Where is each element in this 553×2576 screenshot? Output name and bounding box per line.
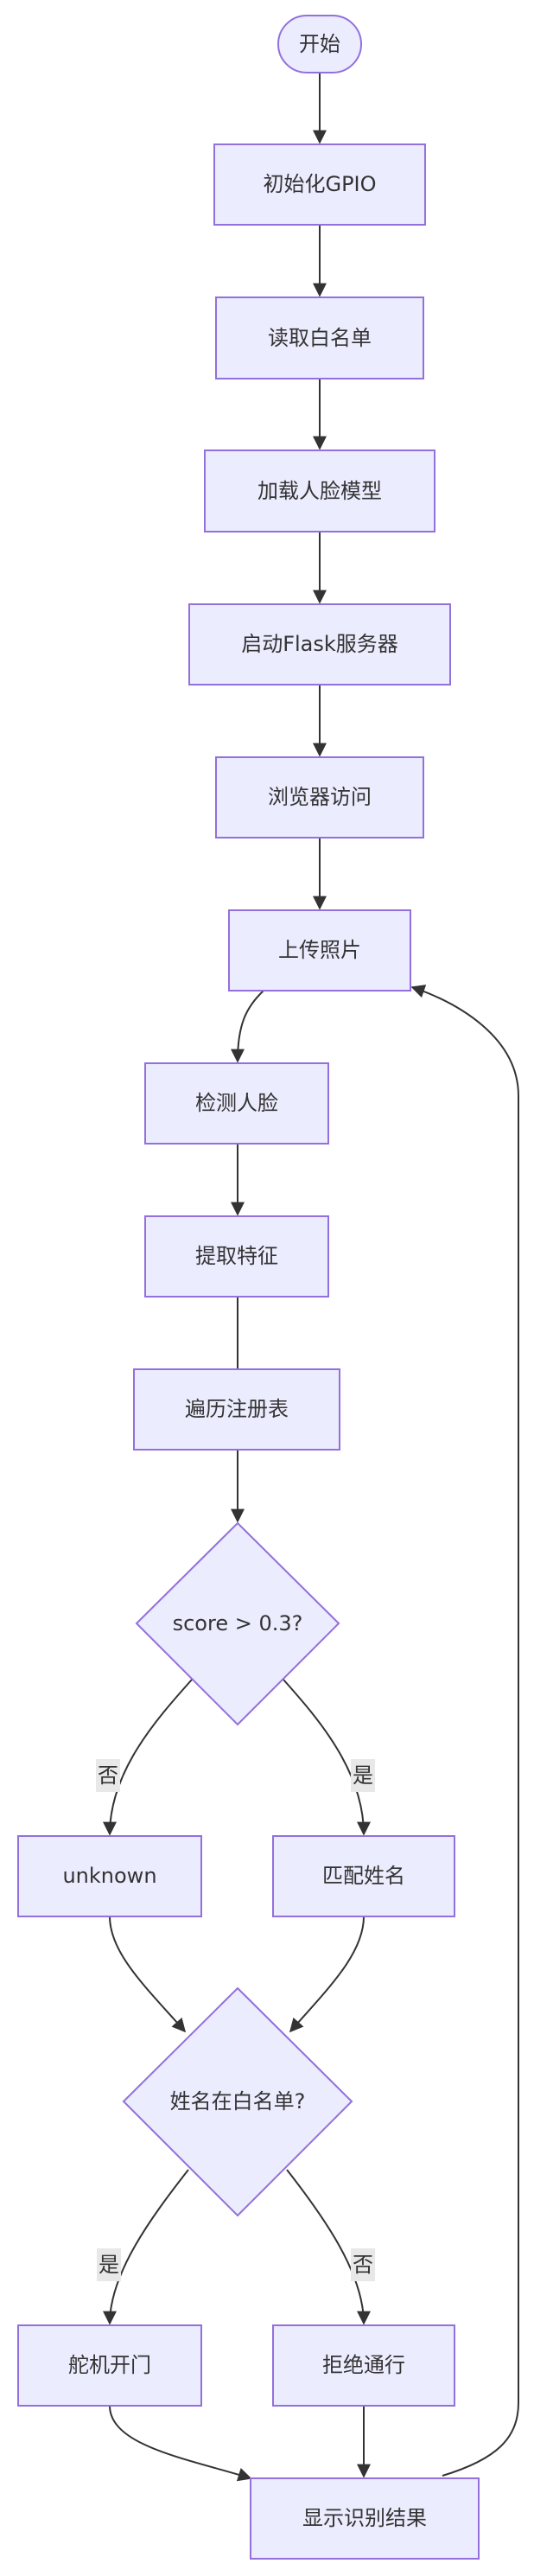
edge-label-score-no: 否 [96,1759,120,1792]
edge-show-result-to-upload-photo [410,985,519,2477]
svg-text:舵机开门: 舵机开门 [68,2353,151,2377]
svg-text:上传照片: 上传照片 [278,938,361,962]
node-show-result: 显示识别结果 [250,2477,480,2560]
node-extract-feature: 提取特征 [144,1215,329,1298]
edge-name-check-to-servo-open [103,2169,189,2325]
svg-text:遍历注册表: 遍历注册表 [185,1397,289,1421]
edge-score-to-unknown [103,1679,193,1836]
node-iterate-registry: 遍历注册表 [133,1368,340,1451]
svg-text:读取白名单: 读取白名单 [268,326,372,350]
edge-match-name-to-name-check [289,1916,365,2033]
node-init-gpio: 初始化GPIO [213,143,426,226]
edge-name-check-to-deny-pass [286,2169,371,2325]
svg-text:score > 0.3?: score > 0.3? [173,1611,303,1636]
node-upload-photo: 上传照片 [228,909,411,992]
svg-text:提取特征: 提取特征 [195,1244,278,1268]
node-unknown: unknown [17,1835,202,1917]
edges [103,73,519,2482]
node-start: 开始 [277,15,362,73]
edge-unknown-to-name-check [109,1916,187,2033]
svg-text:是: 是 [353,1763,373,1788]
node-name-in-whitelist-decision: 姓名在白名单? [122,1986,353,2217]
edge-servo-open-to-show-result [109,2405,252,2482]
svg-text:开始: 开始 [299,32,340,56]
svg-text:检测人脸: 检测人脸 [195,1091,278,1115]
svg-text:是: 是 [99,2253,119,2277]
edge-upload-photo-to-detect-face [231,990,264,1063]
edge-score-to-match-name [283,1679,371,1836]
node-detect-face: 检测人脸 [144,1062,329,1145]
node-servo-open-door: 舵机开门 [17,2324,202,2407]
node-read-whitelist: 读取白名单 [215,296,424,379]
svg-text:否: 否 [353,2253,373,2277]
edge-label-whitelist-no: 否 [351,2248,375,2281]
edge-label-score-yes: 是 [351,1759,375,1792]
svg-text:显示识别结果: 显示识别结果 [302,2506,427,2530]
node-start-flask-server: 启动Flask服务器 [188,603,451,685]
node-browser-access: 浏览器访问 [215,756,424,838]
svg-text:加载人脸模型: 加载人脸模型 [257,479,382,503]
svg-text:浏览器访问: 浏览器访问 [268,785,372,809]
svg-text:姓名在白名单?: 姓名在白名单? [170,2089,306,2114]
node-match-name: 匹配姓名 [272,1835,455,1917]
edge-label-whitelist-yes: 是 [97,2248,121,2281]
node-load-face-model: 加载人脸模型 [204,450,435,532]
svg-text:unknown: unknown [62,1864,156,1888]
svg-text:匹配姓名: 匹配姓名 [322,1864,405,1888]
svg-text:初始化GPIO: 初始化GPIO [263,172,376,196]
node-deny-pass: 拒绝通行 [272,2324,455,2407]
svg-text:启动Flask服务器: 启动Flask服务器 [241,632,398,656]
node-score-decision: score > 0.3? [135,1521,340,1726]
svg-text:否: 否 [98,1763,118,1788]
svg-text:拒绝通行: 拒绝通行 [322,2353,405,2377]
